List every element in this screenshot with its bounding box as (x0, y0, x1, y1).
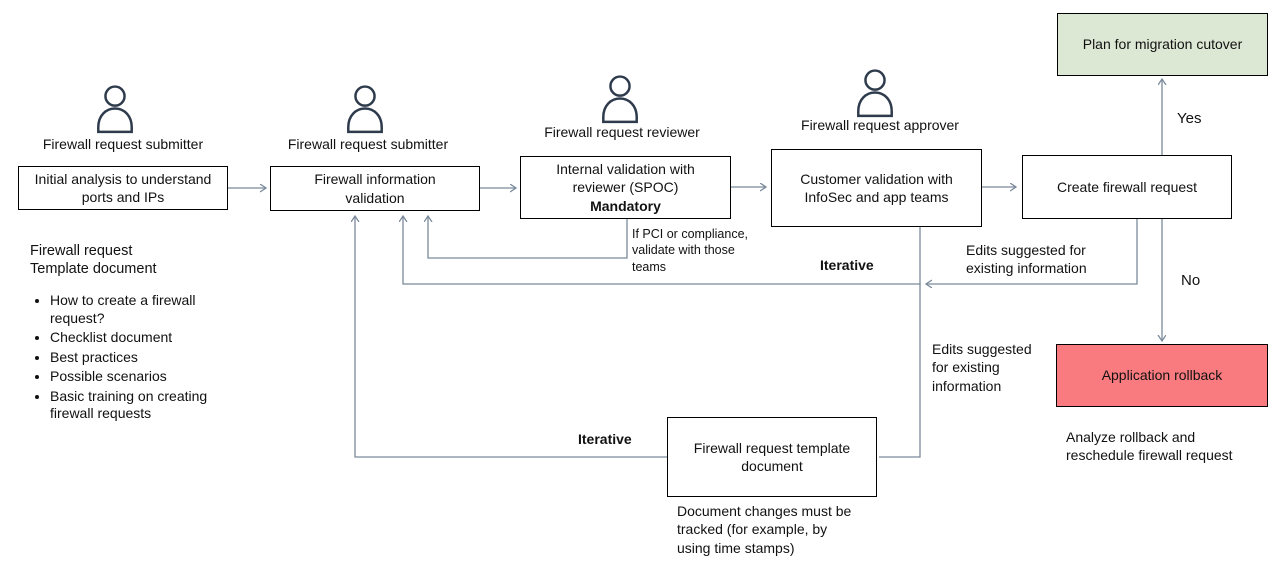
box-firewall-information-validation: Firewall information validation (270, 166, 480, 211)
label-no: No (1181, 272, 1201, 289)
template-doc-bullet-list: How to create a firewall request? Checkl… (24, 292, 250, 425)
note-edits-suggested-customer: Edits suggested for existing information (932, 341, 1032, 394)
bullet-item: Checklist document (50, 329, 250, 347)
box-initial-analysis: Initial analysis to understand ports and… (18, 166, 228, 210)
actor-label-approver: Firewall request approver (801, 117, 959, 133)
box-application-rollback: Application rollback (1056, 344, 1268, 407)
label-yes: Yes (1177, 110, 1202, 127)
note-analyze-rollback: Analyze rollback and reschedule firewall… (1066, 429, 1233, 464)
bullet-item: Possible scenarios (50, 368, 250, 386)
actor-label-reviewer: Firewall request reviewer (544, 124, 700, 140)
bullet-item: Basic training on creating firewall requ… (50, 388, 250, 423)
actor-label-submitter-2: Firewall request submitter (287, 136, 449, 152)
box-create-firewall-request: Create firewall request (1022, 155, 1232, 219)
box-plan-migration-cutover: Plan for migration cutover (1057, 13, 1268, 76)
label-iterative-customer: Iterative (820, 257, 874, 273)
person-icon (344, 84, 386, 139)
box-internal-validation: Internal validation with reviewer (SPOC)… (520, 156, 731, 219)
box-template-document: Firewall request template document (667, 417, 877, 497)
note-template-doc-heading: Firewall request Template document (30, 243, 157, 278)
note-pci-compliance: If PCI or compliance, validate with thos… (632, 227, 749, 274)
mandatory-label: Mandatory (590, 197, 661, 214)
arrow-template-iterative-loop (355, 216, 667, 458)
line-customer-to-template-doc (879, 284, 921, 458)
note-edits-suggested-create: Edits suggested for existing information (966, 242, 1087, 277)
arrow-pci-loop (428, 216, 628, 259)
bullet-item: Best practices (50, 349, 250, 367)
person-icon (854, 68, 896, 123)
bullet-item: How to create a firewall request? (50, 292, 250, 327)
actor-label-submitter-1: Firewall request submitter (42, 136, 204, 152)
person-icon (599, 74, 641, 129)
person-icon (94, 84, 136, 139)
box-customer-validation: Customer validation with InfoSec and app… (771, 149, 982, 227)
label-iterative-template: Iterative (578, 431, 632, 447)
note-document-changes: Document changes must be tracked (for ex… (677, 503, 852, 556)
